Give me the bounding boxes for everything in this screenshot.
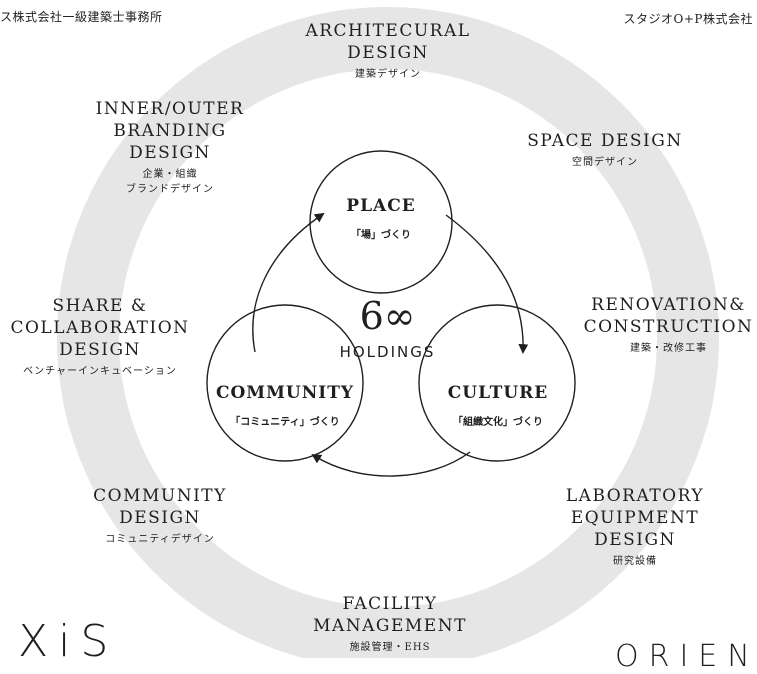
service-subtitle: 企業・組織 <box>142 169 198 180</box>
service-title: ARCHITECURAL <box>305 21 471 41</box>
service-title: EQUIPMENT DESIGN <box>570 508 700 550</box>
service-subtitle: 空間デザイン <box>572 157 638 168</box>
outer-ring <box>57 7 719 658</box>
community-circle <box>206 304 364 462</box>
service-renovation-construction: RENOVATION& CONSTRUCTION 建築・改修工事 <box>580 294 757 356</box>
service-title: LABORATORY <box>565 486 705 506</box>
left-company-name: ス株式会社一級建築士事務所 <box>0 10 163 24</box>
service-title: RENOVATION& <box>591 295 746 315</box>
service-title: BRANDING <box>113 121 227 141</box>
node-subtitle: 「場」づくり <box>351 230 411 241</box>
service-title: INNER/OUTER <box>95 99 245 119</box>
arrow-place-to-culture <box>445 214 529 354</box>
culture-circle <box>418 304 576 462</box>
node-place: PLACE 「場」づくり <box>331 196 431 241</box>
service-title: CONSTRUCTION <box>583 317 754 337</box>
arrow-community-to-place <box>252 212 325 353</box>
service-title: DESIGN <box>59 340 141 360</box>
node-subtitle: 「組織文化」づくり <box>453 417 543 428</box>
service-subtitle: 研究設備 <box>613 556 657 567</box>
node-community: COMMUNITY 「コミュニティ」づくり <box>205 383 365 428</box>
xis-logo: XiS <box>18 616 119 667</box>
service-laboratory-equipment-design: LABORATORY EQUIPMENT DESIGN 研究設備 <box>530 485 740 569</box>
service-inner-outer-branding-design: INNER/OUTER BRANDING DESIGN 企業・組織 ブランドデザ… <box>90 98 250 197</box>
service-title: COMMUNITY <box>93 486 227 506</box>
right-company-name: スタジオO+P株式会社 <box>623 12 753 26</box>
node-title: PLACE <box>346 196 416 216</box>
arrow-culture-to-community <box>311 451 471 477</box>
service-title: DESIGN <box>347 43 429 63</box>
service-subtitle: ベンチャーインキュベーション <box>23 366 177 377</box>
holdings-logo: 6∞ HOLDINGS <box>320 295 455 361</box>
place-circle <box>309 150 453 294</box>
service-community-design: COMMUNITY DESIGN コミュニティデザイン <box>80 485 240 547</box>
service-subtitle: 建築・改修工事 <box>630 343 707 354</box>
service-facility-management: FACILITY MANAGEMENT 施設管理・EHS <box>305 593 475 655</box>
service-title: SPACE DESIGN <box>527 131 683 151</box>
node-culture: CULTURE 「組織文化」づくり <box>428 383 568 428</box>
service-title: FACILITY <box>342 594 438 614</box>
diagram-canvas <box>57 7 719 658</box>
service-architectural-design: ARCHITECURAL DESIGN 建築デザイン <box>303 20 473 82</box>
service-space-design: SPACE DESIGN 空間デザイン <box>525 130 685 170</box>
service-title: SHARE & <box>52 296 148 316</box>
node-title: COMMUNITY <box>215 383 355 403</box>
service-subtitle: ブランドデザイン <box>126 184 214 195</box>
service-title: DESIGN <box>129 143 211 163</box>
service-share-collaboration-design: SHARE & COLLABORATION DESIGN ベンチャーインキュベー… <box>0 295 200 379</box>
service-subtitle: コミュニティデザイン <box>105 534 215 545</box>
service-subtitle: 施設管理・EHS <box>349 642 431 653</box>
service-title: DESIGN <box>119 508 201 528</box>
service-title: COLLABORATION <box>10 318 190 338</box>
service-title: MANAGEMENT <box>313 616 467 636</box>
logo-text: HOLDINGS <box>339 343 436 361</box>
node-subtitle: 「コミュニティ」づくり <box>230 417 340 428</box>
logo-mark: 6∞ <box>359 294 416 338</box>
node-title: CULTURE <box>447 383 549 403</box>
orient-logo: ORIENT <box>615 639 757 674</box>
service-subtitle: 建築デザイン <box>355 69 421 80</box>
